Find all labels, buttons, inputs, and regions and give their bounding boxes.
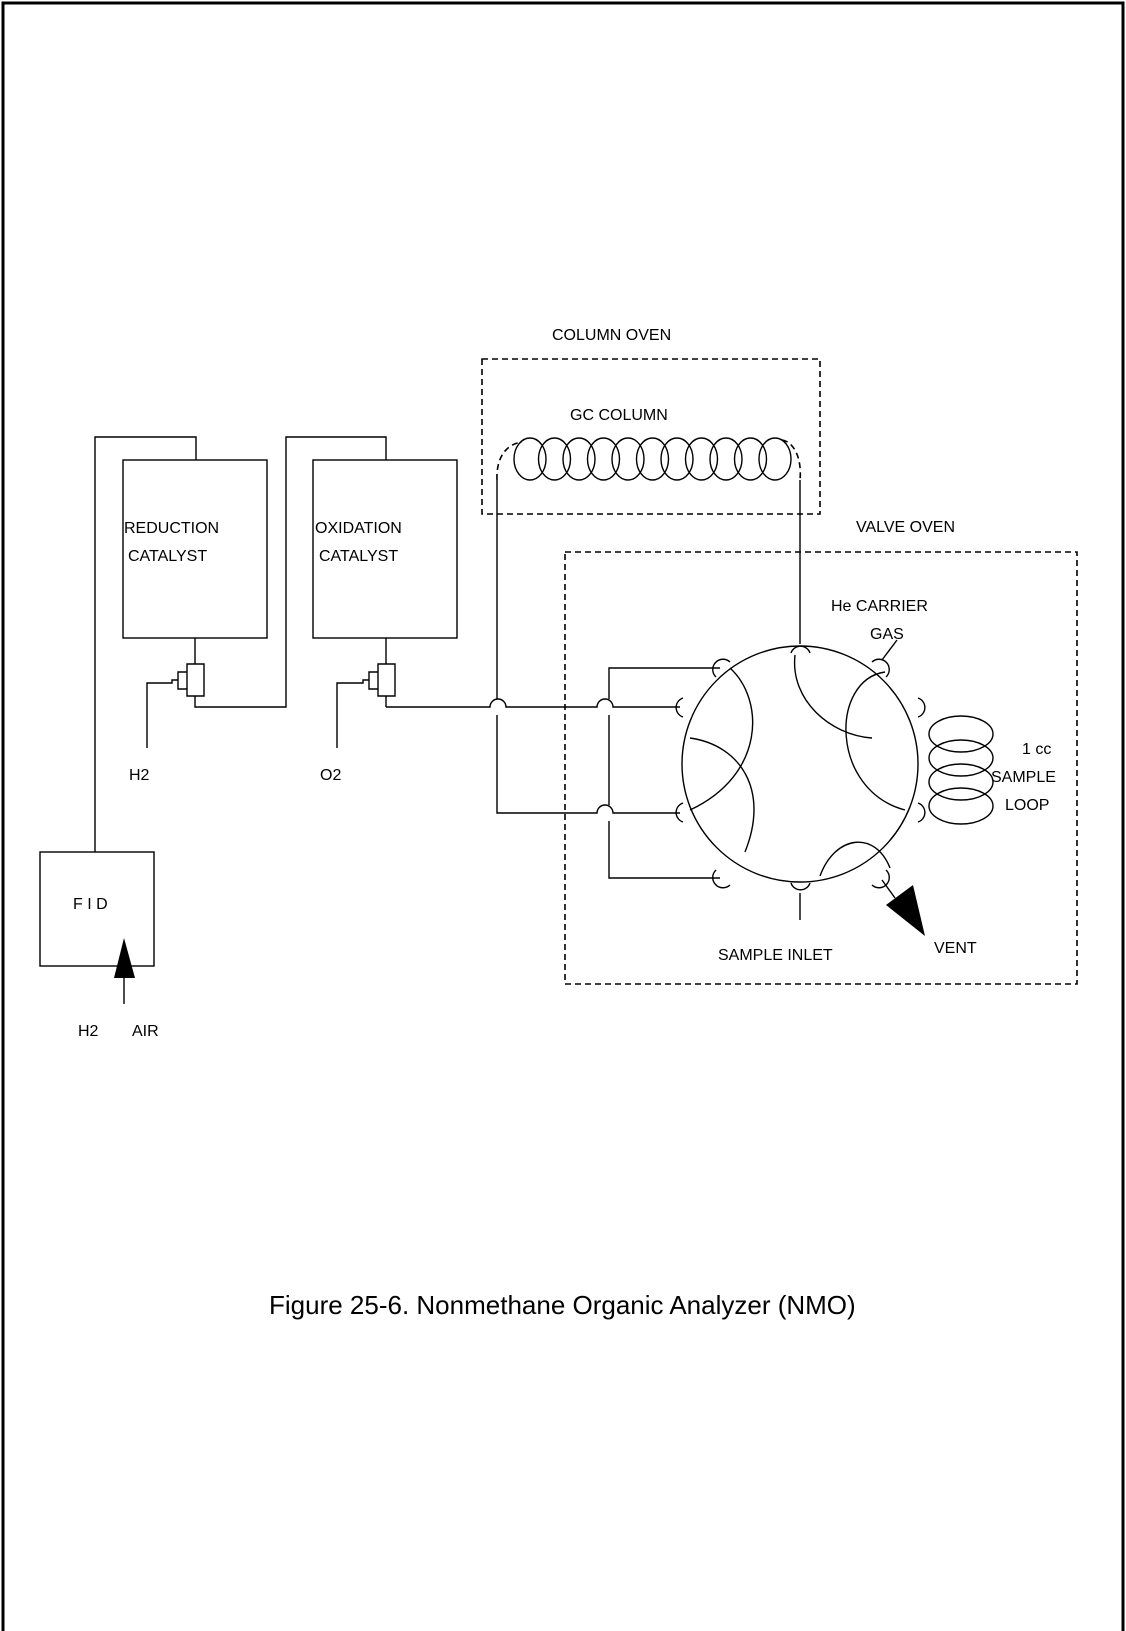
valve-port-upper-right: [871, 658, 890, 678]
valve-port-right-1: [917, 697, 926, 718]
he-carrier-label-1: He CARRIER: [831, 598, 928, 615]
column-oven-box: [481, 358, 821, 515]
gc-column-left-lead: [496, 480, 680, 814]
rotary-valve-body: [681, 645, 919, 883]
sample-loop-turn: [928, 763, 994, 801]
gc-column-coil-turn: [635, 437, 670, 481]
oxidation-tee-fitting: [336, 638, 396, 748]
valve-port-top: [790, 645, 811, 654]
valve-port-right-2: [917, 802, 926, 823]
gc-column-coil-turn: [586, 437, 621, 481]
fid-box: [39, 851, 155, 967]
gc-column-coil-turn: [709, 437, 743, 481]
valve-passage-left: [689, 737, 755, 853]
he-carrier-leader: [881, 639, 898, 661]
gc-column-coil-turn: [611, 437, 645, 481]
oxidation-catalyst-label-2: CATALYST: [319, 548, 398, 565]
oxidation-catalyst-box: [312, 459, 458, 639]
reduction-catalyst-label-2: CATALYST: [128, 548, 207, 565]
sample-loop-label-1: 1 cc: [1022, 741, 1051, 758]
valve-port-lower-right: [871, 869, 890, 889]
valve-passage-bottom: [819, 841, 891, 877]
gc-column-coil-turn: [513, 437, 547, 481]
vent-arrow: [886, 885, 925, 936]
reduction-tee-fitting: [146, 436, 387, 748]
fid-label: F I D: [73, 896, 108, 913]
oxidation-to-valve-line: [386, 698, 680, 708]
valve-passage-right: [845, 671, 906, 811]
oxidation-catalyst-label-1: OXIDATION: [315, 520, 402, 537]
fid-h2-label: H2: [78, 1023, 99, 1040]
gc-column-left-dashed-end: [496, 441, 523, 481]
sample-loop-label-3: LOOP: [1005, 797, 1049, 814]
sample-loop-coil: [928, 715, 994, 825]
reduction-catalyst-label-1: REDUCTION: [124, 520, 219, 537]
gc-column-coil-turn: [562, 437, 596, 481]
sample-loop-label-2: SAMPLE: [991, 769, 1056, 786]
valve-port-bottom: [790, 882, 811, 891]
fid-inlet-arrow: [114, 938, 135, 978]
valve-oven-box: [564, 551, 1078, 985]
valve-passage-top: [793, 654, 873, 739]
sample-loop-turn: [928, 715, 994, 753]
gc-column-coil-turn: [684, 437, 719, 481]
valve-port-left-2: [675, 802, 684, 823]
column-oven-label: COLUMN OVEN: [552, 327, 671, 344]
valve-port-left-1: [675, 697, 684, 718]
valve-ports: [675, 645, 926, 891]
gc-column-coil-turn: [537, 437, 572, 481]
gc-column-coil-turn: [660, 437, 694, 481]
figure-caption: Figure 25-6. Nonmethane Organic Analyzer…: [269, 1290, 856, 1320]
vent-label: VENT: [934, 940, 977, 957]
valve-port-lower-left: [712, 869, 731, 889]
gc-column-coil: [513, 437, 792, 481]
valve-oven-label: VALVE OVEN: [856, 519, 955, 536]
he-carrier-label-2: GAS: [870, 626, 904, 643]
valve-port-upper-left: [712, 658, 731, 678]
gc-column-right-dashed-end: [781, 439, 802, 481]
gc-column-label: GC COLUMN: [570, 407, 668, 424]
sample-loop-turn: [928, 739, 994, 777]
sample-loop-turn: [928, 787, 994, 825]
fid-to-reduction-line: [94, 436, 197, 852]
valve-passage-upper-left: [689, 667, 754, 811]
valve-bypass-loop: [608, 667, 720, 879]
reduction-h2-label: H2: [129, 767, 150, 784]
fid-air-label: AIR: [132, 1023, 159, 1040]
vent-line: [881, 879, 896, 899]
gc-column-coil-turn: [758, 437, 792, 481]
oxidation-o2-label: O2: [320, 767, 341, 784]
gc-column-coil-turn: [733, 437, 768, 481]
sample-inlet-label: SAMPLE INLET: [718, 947, 833, 964]
